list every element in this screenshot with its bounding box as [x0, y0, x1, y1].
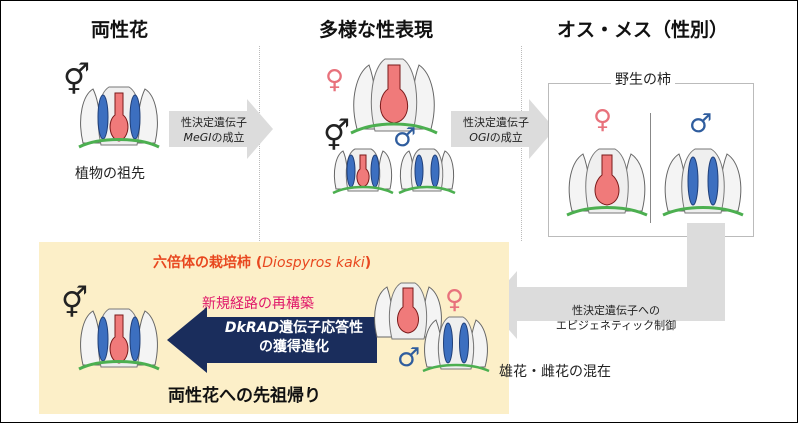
arrow-epigenetic-text: 性決定遺伝子への エピジェネティック制御	[551, 303, 681, 333]
hermaphrodite-symbol: ⚥	[63, 63, 91, 98]
arrow-ogi-line2: OGIの成立	[458, 130, 534, 145]
female-symbol-mixed: ♀	[445, 285, 465, 315]
epigenetic-line2: エピジェネティック制御	[555, 319, 677, 332]
arrow-megi	[169, 99, 273, 159]
female-symbol-wild: ♀	[593, 105, 613, 135]
dkrad-line1-suffix: 遺伝子応答性	[279, 320, 364, 336]
ogi-suffix: の成立	[489, 131, 523, 144]
arrow-ogi-line1: 性決定遺伝子	[463, 116, 529, 129]
small-hermaphrodite-flower-icon	[332, 148, 394, 195]
arrow-megi-text: 性決定遺伝子 MeGIの成立	[176, 115, 252, 145]
arrow-epigenetic	[487, 223, 725, 339]
dkrad-line1: DkRAD遺伝子応答性	[213, 319, 375, 338]
reverted-hermaphrodite-flower-icon	[78, 308, 160, 371]
header-diverse: 多様な性表現	[319, 19, 434, 41]
male-symbol-wild: ♂	[689, 109, 713, 139]
arrow-megi-line2: MeGIの成立	[176, 130, 252, 145]
wild-female-flower-icon	[566, 148, 648, 217]
dkrad-text: DkRAD遺伝子応答性 の獲得進化	[213, 319, 375, 357]
header-dioecy: オス・メス（性別）	[557, 19, 729, 41]
arrow-ogi	[451, 99, 555, 159]
cultivated-title-suffix: )	[364, 255, 372, 271]
rebuild-label: 新規経路の再構築	[202, 296, 314, 312]
dkrad-gene: DkRAD	[224, 320, 280, 336]
male-symbol-mixed: ♂	[397, 343, 421, 373]
arrow-ogi-text: 性決定遺伝子 OGIの成立	[458, 115, 534, 145]
wild-persimmon-label: 野生の柿	[611, 69, 675, 89]
megi-gene: MeGI	[183, 131, 212, 144]
ogi-gene: OGI	[469, 131, 490, 144]
wild-male-flower-icon	[662, 148, 744, 217]
mixed-male-flower-icon	[422, 316, 490, 373]
dkrad-line2: の獲得進化	[259, 339, 329, 355]
female-symbol-diverse: ♀	[325, 65, 345, 95]
ancestor-flower-icon	[78, 86, 160, 149]
header-hermaphrodite: 両性花	[91, 19, 149, 41]
arrow-dkrad	[167, 307, 377, 373]
reversion-label: 両性花への先祖帰り	[168, 386, 321, 406]
female-flower-icon	[350, 58, 438, 135]
small-male-flower-icon	[398, 148, 456, 195]
cultivated-title-prefix: 六倍体の栽培柿 (	[153, 255, 263, 271]
hermaphrodite-symbol-cultivated: ⚥	[61, 286, 89, 321]
mixed-flowers-label: 雄花・雌花の混在	[499, 364, 611, 380]
wild-separator	[650, 113, 651, 223]
epigenetic-line1: 性決定遺伝子への	[572, 304, 660, 317]
hermaphrodite-symbol-diverse: ⚥	[323, 119, 351, 154]
male-symbol-diverse: ♂	[393, 123, 417, 153]
ancestor-label: 植物の祖先	[75, 166, 145, 182]
megi-suffix: の成立	[211, 131, 245, 144]
arrow-megi-line1: 性決定遺伝子	[181, 116, 247, 129]
cultivated-title: 六倍体の栽培柿 (Diospyros kaki)	[153, 252, 371, 272]
cultivated-species: Diospyros kaki	[262, 255, 365, 271]
